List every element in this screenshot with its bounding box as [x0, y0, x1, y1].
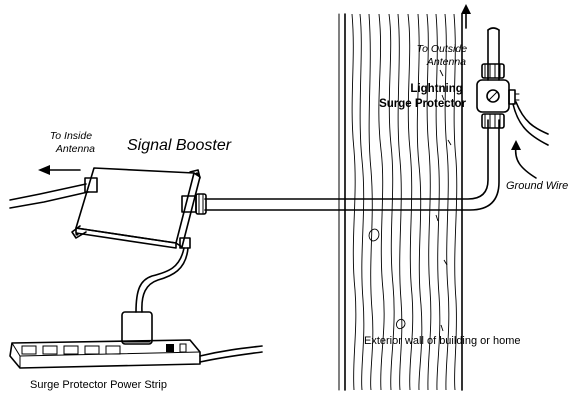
- power-adapter: [121, 311, 153, 345]
- signal-booster-label: Signal Booster: [127, 137, 232, 154]
- to-outside-antenna-label: To Outside Antenna: [417, 43, 470, 68]
- curved-arrow-icon: [511, 140, 537, 179]
- ground-wire-label: Ground Wire: [506, 180, 568, 192]
- arrow-up-icon: [461, 4, 471, 29]
- coax-cable: [204, 27, 500, 211]
- wood-grain: [351, 13, 458, 391]
- lightning-surge-protector-label: Lightning Surge Protector: [379, 83, 466, 110]
- inside-antenna-cable: [9, 183, 89, 209]
- outlets: [21, 343, 187, 355]
- power-switch: [166, 344, 174, 352]
- signal-booster: [71, 167, 207, 249]
- ground-wire: [512, 101, 549, 146]
- arrow-left-icon: [38, 165, 81, 175]
- power-strip-label: Surge Protector Power Strip: [30, 379, 167, 391]
- screw-icon: [486, 89, 500, 103]
- wall-face: [338, 14, 462, 390]
- lightning-surge-protector: [476, 63, 520, 129]
- exterior-wall: [338, 13, 463, 391]
- to-inside-antenna-label: To Inside Antenna: [50, 130, 95, 155]
- exterior-wall-label: Exterior wall of building or home: [364, 335, 521, 347]
- power-strip: [9, 311, 263, 369]
- power-cord: [135, 247, 189, 313]
